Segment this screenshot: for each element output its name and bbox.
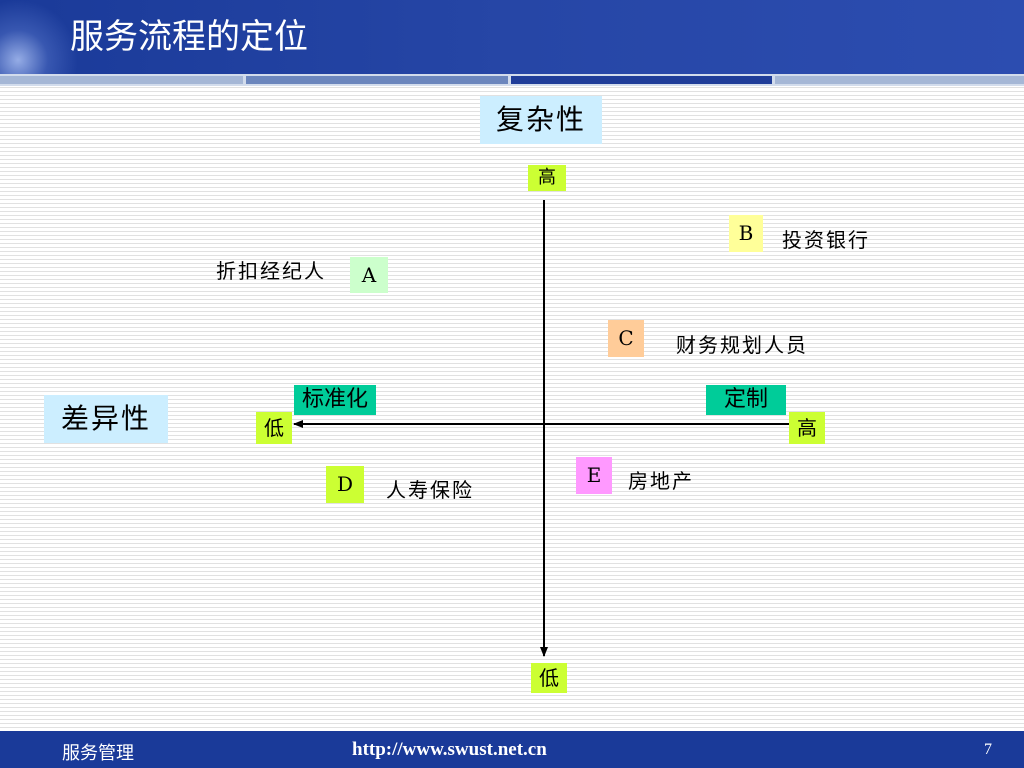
- vertical-axis-high-tag: 高: [528, 165, 566, 191]
- footer-course-name: 服务管理: [62, 743, 134, 764]
- point-b-marker: B: [729, 215, 763, 252]
- point-c-name: 财务规划人员: [676, 333, 808, 357]
- stripe-segment: [775, 76, 1024, 84]
- horizontal-axis-title: 差异性: [44, 395, 168, 443]
- footer-bar: 服务管理 http://www.swust.net.cn 7: [0, 731, 1024, 768]
- header-decoration: [0, 0, 90, 74]
- stripe-segment: [246, 76, 508, 84]
- header-bar: 服务流程的定位: [0, 0, 1024, 74]
- page-number: 7: [984, 741, 992, 758]
- stripe-segment: [0, 76, 243, 84]
- point-d-marker: D: [326, 466, 364, 503]
- point-b-name: 投资银行: [782, 228, 870, 252]
- standardization-tag: 标准化: [294, 385, 376, 415]
- point-e-name: 房地产: [628, 469, 694, 493]
- slide-title: 服务流程的定位: [70, 17, 308, 57]
- customization-tag: 定制: [706, 385, 786, 415]
- point-a-name: 折扣经纪人: [216, 259, 326, 283]
- stripe-segment: [511, 76, 772, 84]
- point-d-name: 人寿保险: [386, 478, 474, 502]
- footer-url: http://www.swust.net.cn: [352, 739, 547, 760]
- horizontal-axis-high-tag: 高: [789, 412, 825, 444]
- vertical-axis-low-tag: 低: [531, 663, 567, 693]
- point-a-marker: A: [350, 257, 388, 293]
- point-c-marker: C: [608, 320, 644, 357]
- horizontal-axis-low-tag: 低: [256, 412, 292, 444]
- point-e-marker: E: [576, 457, 612, 494]
- header-stripe-bar: [0, 74, 1024, 86]
- vertical-axis-title: 复杂性: [480, 96, 602, 144]
